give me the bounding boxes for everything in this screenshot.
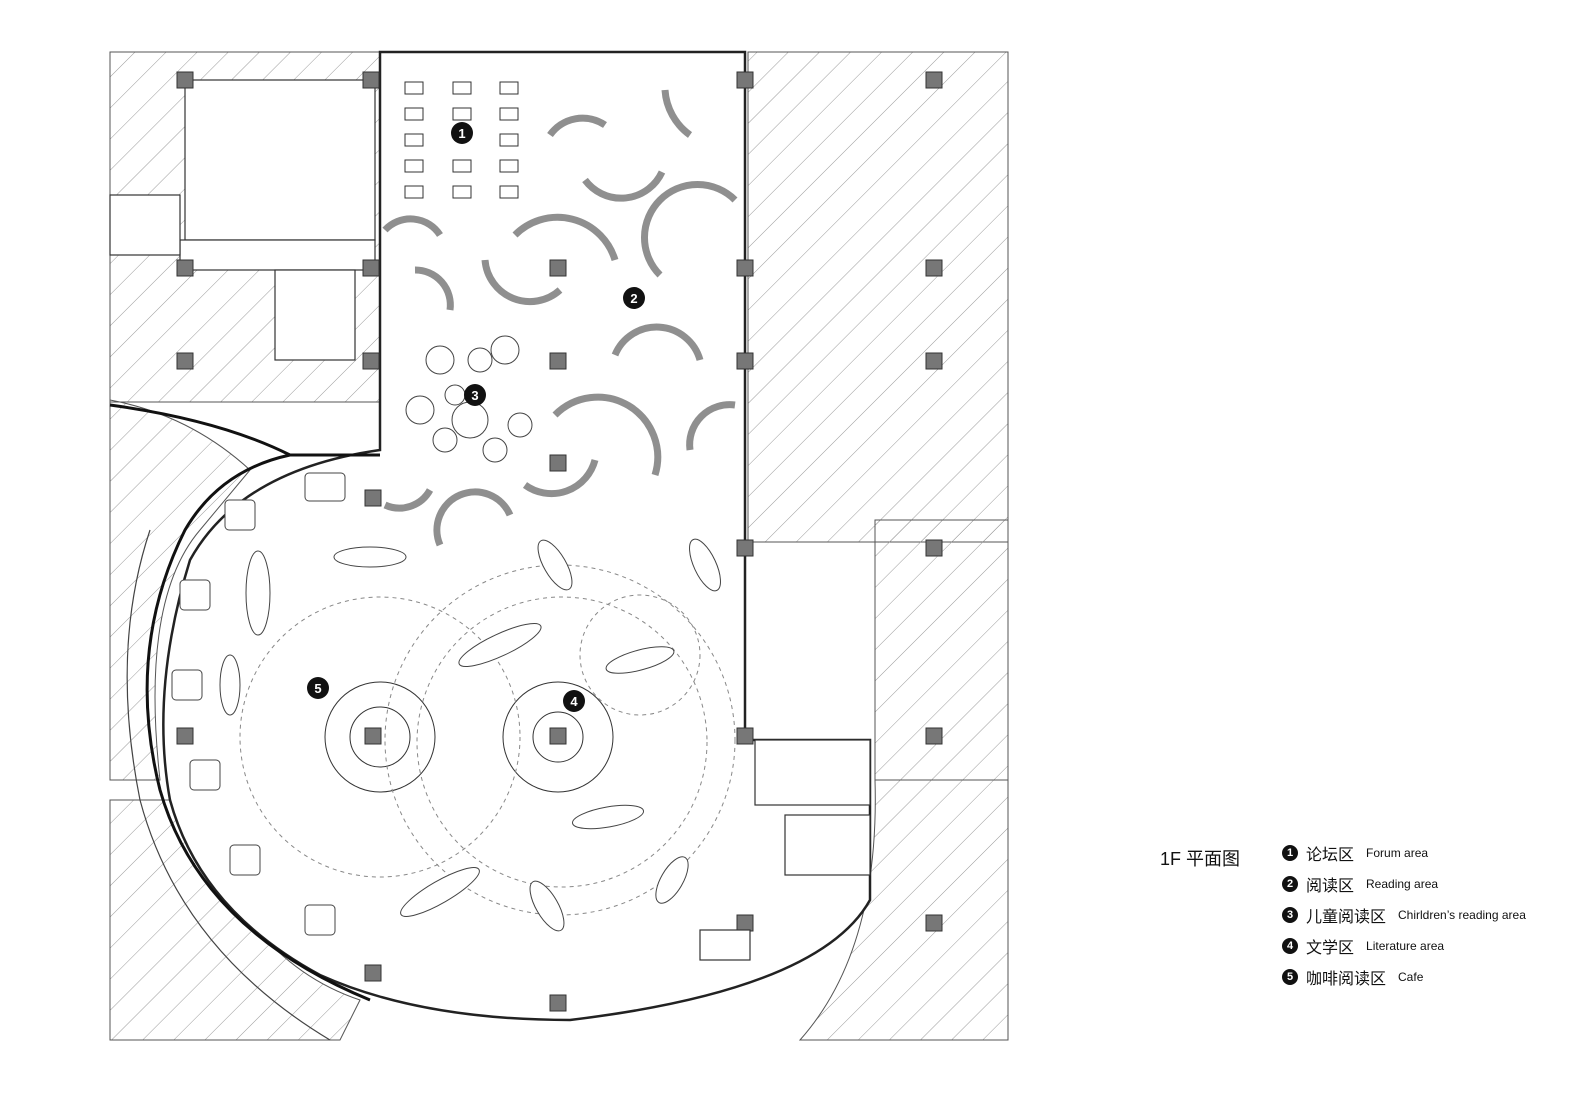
legend-label-en: Cafe [1398, 970, 1424, 984]
elliptical-tables [219, 538, 721, 932]
legend-item-reading: 2 阅读区 Reading area [1282, 872, 1438, 896]
left-rooms [109, 79, 376, 361]
outer-arc [126, 529, 331, 1041]
legend-item-cafe: 5 咖啡阅读区 Cafe [1282, 965, 1423, 989]
legend-number: 5 [1282, 969, 1298, 985]
zone-markers: 1 2 3 4 5 [307, 122, 645, 712]
spiral-stairs [324, 681, 614, 793]
legend-label-en: Chirldren’s reading area [1398, 908, 1526, 922]
legend-number: 2 [1282, 876, 1298, 892]
legend-number: 4 [1282, 938, 1298, 954]
legend-label-cn: 儿童阅读区 [1306, 909, 1387, 926]
legend-label-cn: 论坛区 [1306, 847, 1355, 864]
legend-label-cn: 文学区 [1306, 940, 1355, 957]
zone-marker-2: 2 [630, 291, 637, 306]
columns [176, 71, 943, 1012]
legend-item-children: 3 儿童阅读区 Chirldren’s reading area [1282, 903, 1526, 927]
legend-item-literature: 4 文学区 Literature area [1282, 934, 1444, 958]
legend-label-cn: 咖啡阅读区 [1306, 971, 1387, 988]
curved-shelves [382, 89, 738, 547]
legend-number: 1 [1282, 845, 1298, 861]
floor-plan: 1 2 3 4 5 [109, 50, 1009, 1041]
legend-title: 1F 平面图 [1160, 849, 1241, 869]
legend-label-en: Literature area [1366, 939, 1445, 953]
children-area-furniture [405, 335, 533, 463]
forum-tables [404, 81, 519, 199]
legend-label-en: Reading area [1366, 877, 1439, 891]
legend-label-cn: 阅读区 [1306, 878, 1355, 895]
cafe-seating [171, 472, 346, 936]
zone-marker-5: 5 [314, 681, 321, 696]
service-rooms [699, 739, 871, 961]
legend-number: 3 [1282, 907, 1298, 923]
zone-marker-4: 4 [570, 694, 578, 709]
hatched-areas [109, 51, 1009, 1041]
zone-marker-3: 3 [471, 388, 478, 403]
zone-marker-1: 1 [458, 126, 465, 141]
legend-item-forum: 1 论坛区 Forum area [1282, 841, 1428, 865]
legend-label-en: Forum area [1366, 846, 1429, 860]
curved-facade [109, 403, 380, 1002]
main-floor-outline [162, 50, 872, 1022]
